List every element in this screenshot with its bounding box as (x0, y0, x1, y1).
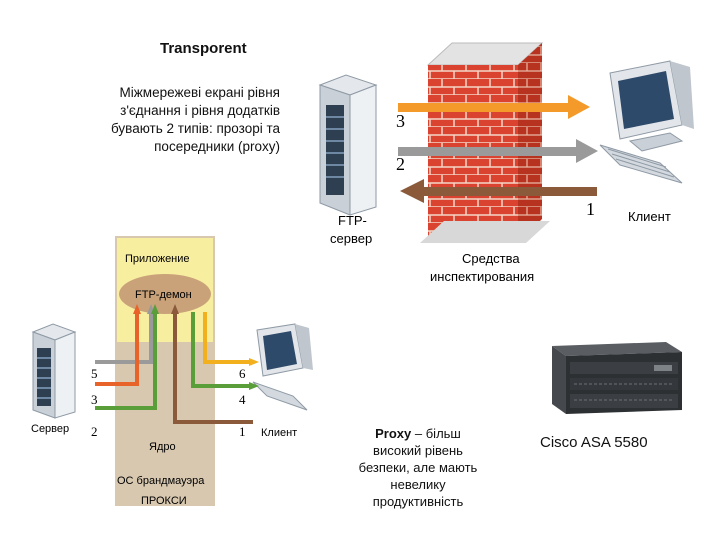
intro-line: посередники (proxy) (154, 139, 280, 154)
proxy-label: ПРОКСИ (141, 495, 187, 507)
client-computer-icon (599, 60, 694, 184)
client-label: Клиент (628, 209, 671, 224)
proxy-line: – більш (411, 426, 461, 441)
flow-number: 6 (239, 366, 246, 381)
intro-line: Міжмережеві екрані рівня (119, 85, 280, 100)
intro-line: бувають 2 типів: прозорі та (111, 121, 280, 136)
intro-line: з'єднання і рівня додатків (120, 103, 280, 118)
flow-number: 5 (91, 366, 98, 381)
flow-number: 2 (91, 424, 98, 439)
proxy-line: безпеки, але мають (358, 460, 478, 475)
brick-wall-icon (420, 42, 550, 243)
kernel-label: Ядро (149, 441, 176, 453)
flow-number: 1 (239, 424, 246, 439)
application-label: Приложение (125, 253, 190, 265)
proxy-flow-lines (95, 312, 253, 424)
ftp-server-label: FTP- (338, 213, 367, 228)
arrow-1 (400, 179, 597, 203)
proxy-diagram: 5 3 2 6 4 1 Приложение FTP-демон Ядро ОС… (31, 236, 313, 507)
client-computer-icon (252, 323, 313, 411)
proxy-description: Proxy – більш високий рівень безпеки, ал… (348, 425, 488, 510)
ftp-server-icon (318, 74, 378, 216)
arrow-2 (398, 139, 598, 163)
arrow-number: 1 (586, 199, 595, 219)
proxy-line: високий рівень (373, 443, 463, 458)
client-label: Клиент (261, 427, 297, 439)
proxy-term: Proxy (375, 426, 412, 441)
flow-number: 4 (239, 392, 246, 407)
ftp-server-label: сервер (330, 231, 372, 246)
server-icon (31, 323, 77, 419)
arrow-number: 3 (396, 111, 405, 131)
arrow-3 (398, 95, 590, 119)
cisco-asa-appliance-image (552, 342, 682, 414)
os-label: ОС брандмауэра (117, 475, 205, 487)
intro-text: Міжмережеві екрані рівня з'єднання і рів… (60, 84, 280, 156)
firewall-diagram: 3 2 1 FTP- сервер Клиент Средства инспек… (318, 42, 694, 284)
cisco-asa-caption: Cisco ASA 5580 (540, 434, 648, 451)
ftp-daemon-label: FTP-демон (135, 289, 192, 301)
proxy-line: продуктивність (372, 494, 464, 509)
slide-title: Transporent (160, 40, 247, 57)
flow-number: 3 (91, 392, 98, 407)
inspect-label: Средства (462, 251, 520, 266)
server-label: Сервер (31, 423, 69, 435)
proxy-line-1: Proxy – більш (348, 425, 488, 442)
inspect-label: инспектирования (430, 269, 534, 284)
arrow-number: 2 (396, 154, 405, 174)
ftp-daemon (119, 274, 211, 314)
proxy-line: невелику (390, 477, 446, 492)
